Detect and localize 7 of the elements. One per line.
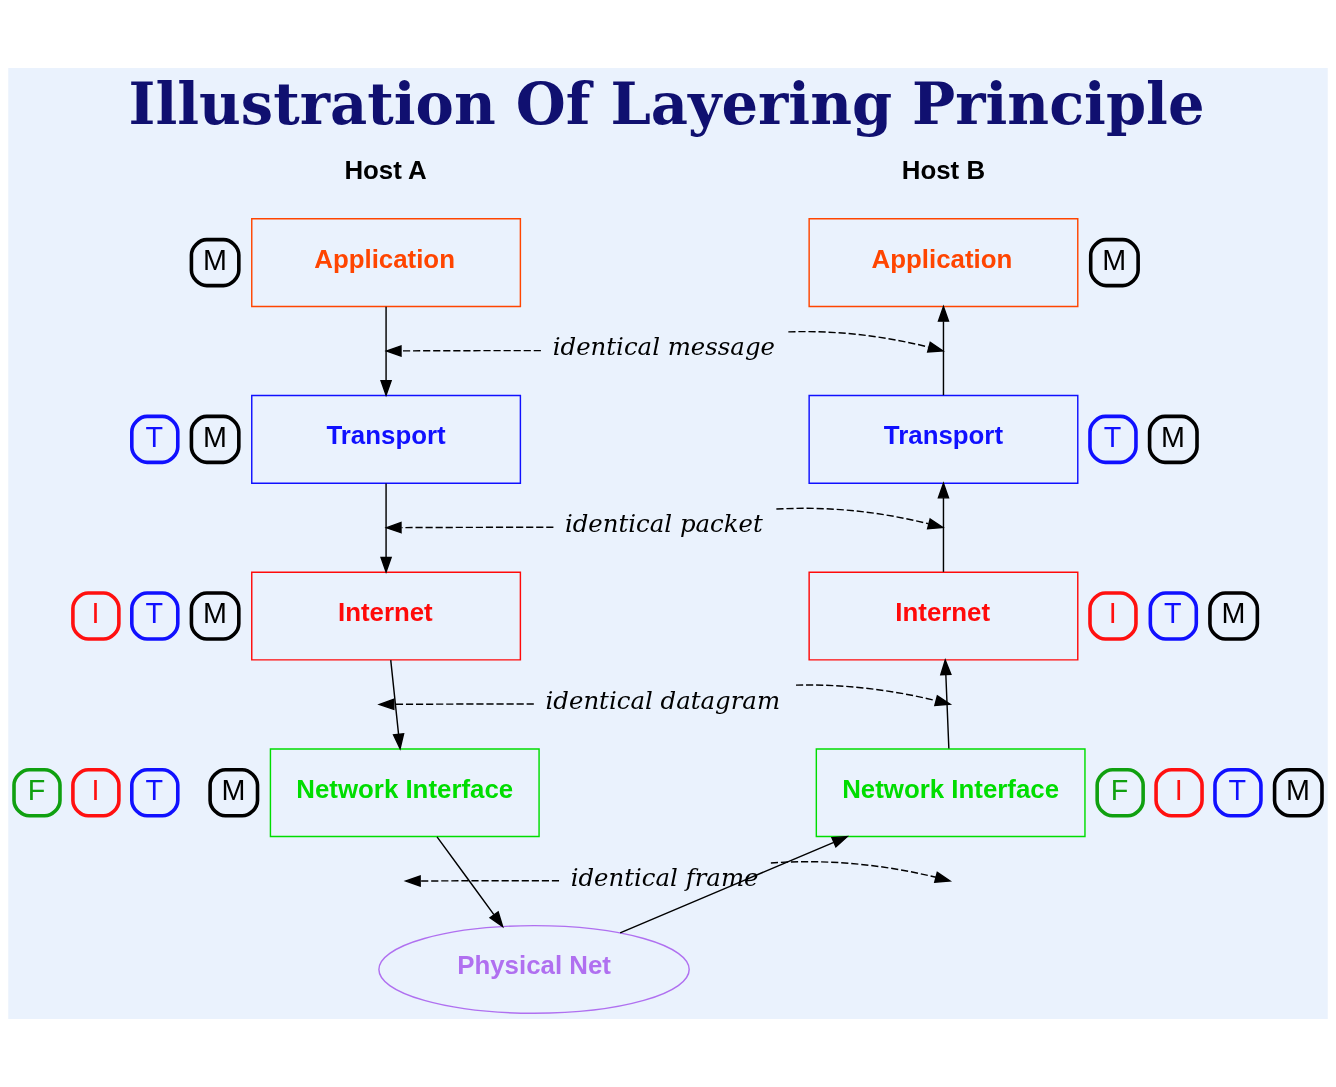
label: Host B (901, 156, 986, 185)
label: Host A (344, 156, 427, 185)
node-text: identical frame (570, 862, 759, 892)
node-text: identical packet (564, 509, 763, 539)
node-text: identical message (552, 332, 775, 362)
node-text: identical datagram (545, 685, 781, 715)
diagram-title: Illustration Of Layering Principle (128, 70, 1205, 139)
